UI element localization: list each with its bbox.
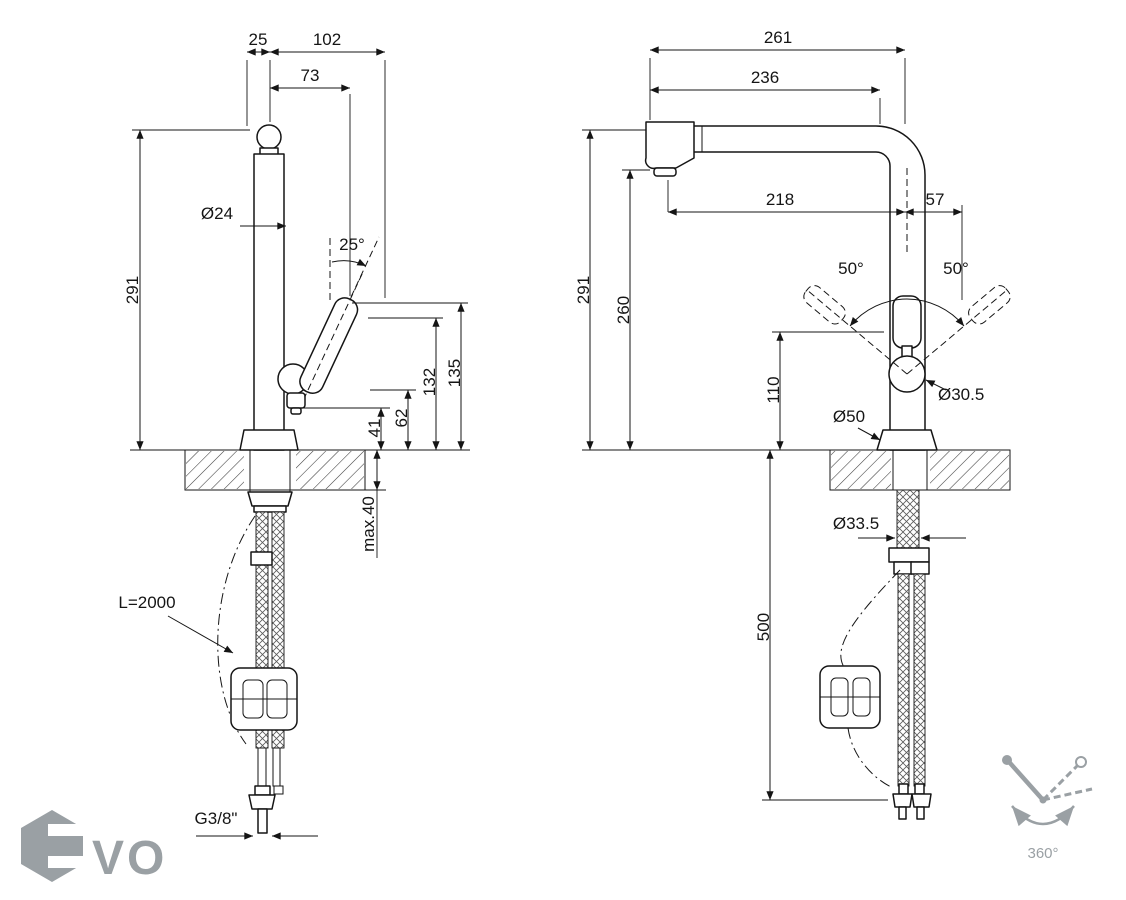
side-bottom-fitting: G3/8" (195, 747, 318, 840)
logo-hexagon-e (21, 810, 83, 882)
dim-291-front-label: 291 (574, 276, 593, 304)
side-angle-25: 25° (329, 235, 380, 304)
deck-side (184, 449, 366, 513)
dim-max40-label: max.40 (359, 496, 378, 552)
spray-outlet-side (286, 392, 306, 409)
front-dim-218-57: 218 57 (667, 180, 963, 300)
brand-logo: VO (21, 810, 167, 885)
handle-front (892, 295, 922, 349)
front-diameters: Ø30.5 Ø50 (833, 379, 984, 441)
faucet-base-front (876, 429, 938, 451)
dim-25-label: 25 (249, 30, 268, 49)
dim-218-label: 218 (766, 190, 794, 209)
spout-cap-side (256, 124, 282, 150)
dim-41-label: 41 (365, 419, 384, 438)
side-hose-length: L=2000 (118, 593, 234, 654)
front-view: 261 236 218 57 (574, 28, 1011, 820)
spray-head-front (644, 121, 695, 170)
dim-500-label: 500 (754, 613, 773, 641)
side-dia-24: Ø24 (201, 204, 287, 230)
dim-57-label: 57 (926, 190, 945, 209)
front-bottom-fittings (892, 783, 932, 820)
deck-front (829, 449, 1011, 491)
dim-102-label: 102 (313, 30, 341, 49)
pullout-hose-path-front (840, 569, 901, 671)
front-shank: Ø33.5 (833, 489, 966, 563)
faucet-column-side (253, 153, 285, 451)
thread-label: G3/8" (195, 809, 238, 828)
mounting-nut-side (247, 491, 293, 507)
faucet-base-side (239, 429, 299, 451)
spout-front (649, 125, 926, 451)
dim-110-label: 110 (764, 376, 783, 403)
dim-62-label: 62 (392, 409, 411, 428)
front-top-dimensions: 261 236 (649, 28, 906, 124)
front-left-dimensions: 291 260 110 (574, 129, 884, 451)
front-dim-500: 500 (754, 449, 888, 801)
front-angle-50: 50° 50° (803, 259, 1011, 375)
aerator-front (653, 167, 677, 177)
threaded-shank (896, 489, 920, 549)
handle-side (299, 273, 363, 398)
dim-132-label: 132 (420, 368, 439, 396)
faucet-front-body (644, 121, 938, 451)
hose-length-label: L=2000 (118, 593, 175, 612)
g38-nut (248, 794, 276, 810)
angle-50-right-label: 50° (943, 259, 969, 278)
dim-261-label: 261 (764, 28, 792, 47)
logo-text: VO (92, 832, 167, 885)
rotation-360-icon: 360° (1002, 755, 1093, 862)
dim-236-label: 236 (751, 68, 779, 87)
rotation-label: 360° (1027, 845, 1058, 862)
shank-nut (888, 547, 930, 563)
side-top-dimensions: 25 102 73 (246, 30, 386, 298)
counterweight-front (819, 665, 881, 729)
dim-135-label: 135 (445, 359, 464, 387)
faucet-side-body (239, 124, 363, 451)
side-dim-max40: max.40 (359, 449, 386, 558)
dia-50-label: Ø50 (833, 407, 865, 426)
counterweight-side (230, 667, 298, 731)
angle-50-left-label: 50° (838, 259, 864, 278)
angle-25-label: 25° (339, 235, 365, 254)
side-dim-291: 291 (123, 129, 250, 451)
dia-24-label: Ø24 (201, 204, 233, 223)
dia-33-5-label: Ø33.5 (833, 514, 879, 533)
side-right-dimensions: 135 132 62 41 (300, 302, 470, 451)
dim-291-side-label: 291 (123, 276, 142, 304)
dia-30-5-label: Ø30.5 (938, 385, 984, 404)
dim-260-label: 260 (614, 296, 633, 324)
dim-73-label: 73 (301, 66, 320, 85)
side-view: 25 102 73 291 (118, 30, 470, 840)
